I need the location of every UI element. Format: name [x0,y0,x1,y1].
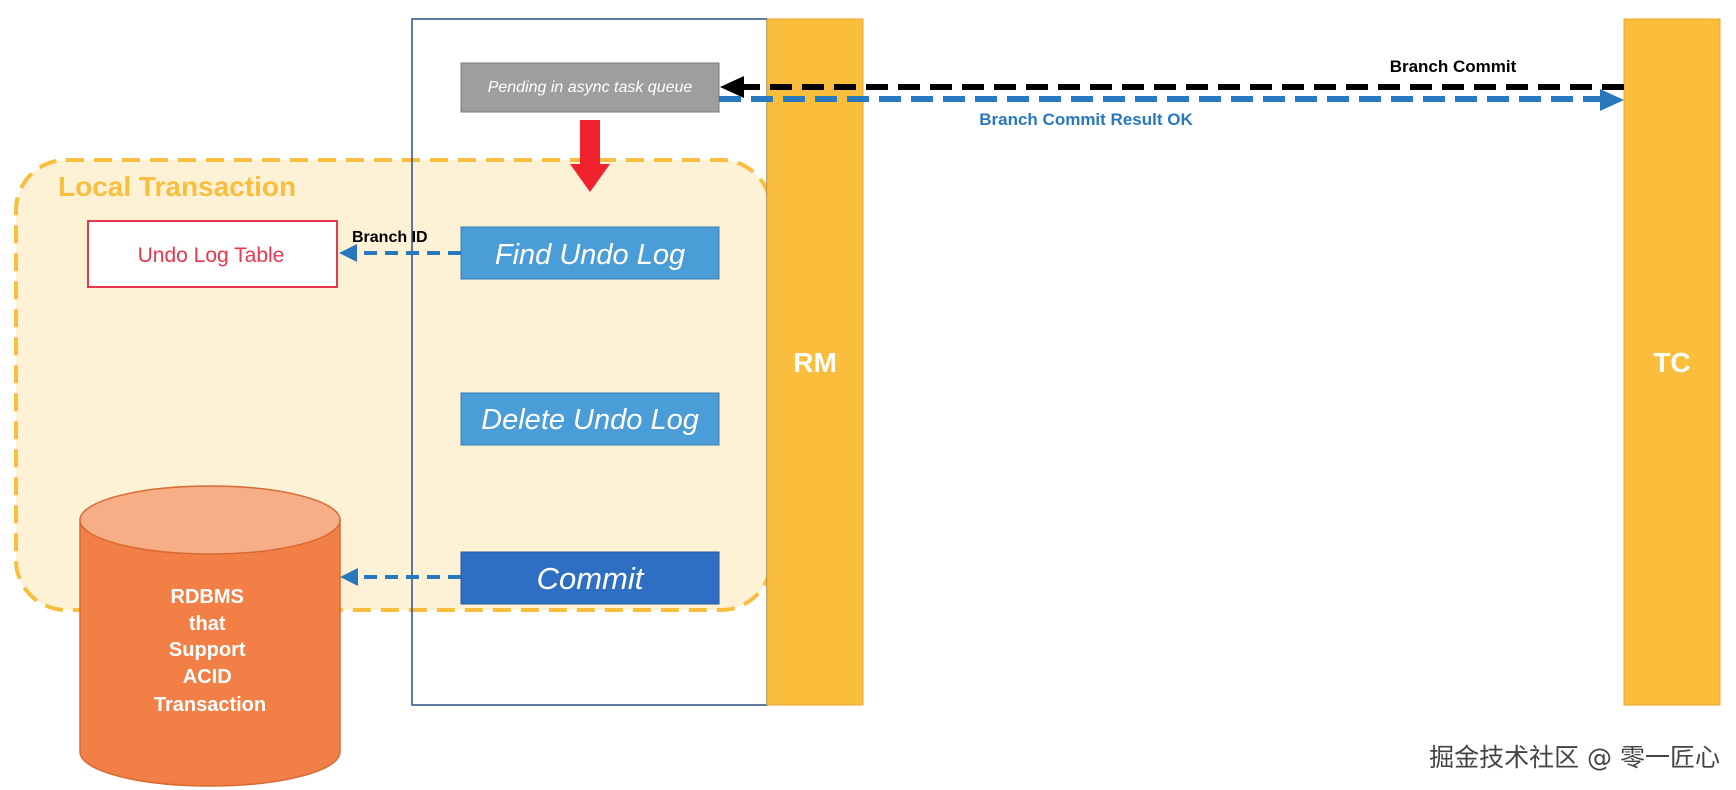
find-undo-log-box [460,226,720,280]
commit-label: Commit [537,561,645,596]
delete-undo-log-box [460,392,720,446]
database-label-line: Support [169,639,246,661]
branch-id-arrowhead [339,244,357,262]
branch-commit-arrowhead [720,76,744,98]
commit-box [460,551,720,605]
branch-commit-label: Branch Commit [1390,57,1517,76]
local-transaction-label: Local Transaction [58,171,296,202]
watermark: 掘金技术社区 @ 零一匠心 [1429,743,1720,772]
rdbms-database-cylinder [79,485,341,787]
find-undo-log-label: Find Undo Log [495,239,685,271]
rm-lane-label: RM [793,347,837,378]
database-label-line: that [189,613,226,635]
rm-lane [766,18,864,706]
red-down-arrow [570,120,610,192]
pending-step-label: Pending in async task queue [488,79,693,96]
undo-log-table-label: Undo Log Table [138,244,285,267]
branch-id-label: Branch ID [352,229,428,246]
branch-commit-result-label: Branch Commit Result OK [979,110,1193,129]
delete-undo-log-label: Delete Undo Log [481,404,699,436]
pending-step-box [460,62,720,113]
tc-lane-label: TC [1653,347,1690,378]
branch-commit-result-arrowhead [1600,89,1624,111]
tc-lane [1623,18,1721,706]
database-label-line: RDBMS [171,586,244,608]
database-label-line: ACID [183,666,232,688]
database-label: RDBMS that Support ACID Transaction [154,586,266,716]
undo-log-table-box [87,220,338,288]
database-label-line: Transaction [154,694,266,716]
commit-to-db-arrowhead [340,568,358,586]
